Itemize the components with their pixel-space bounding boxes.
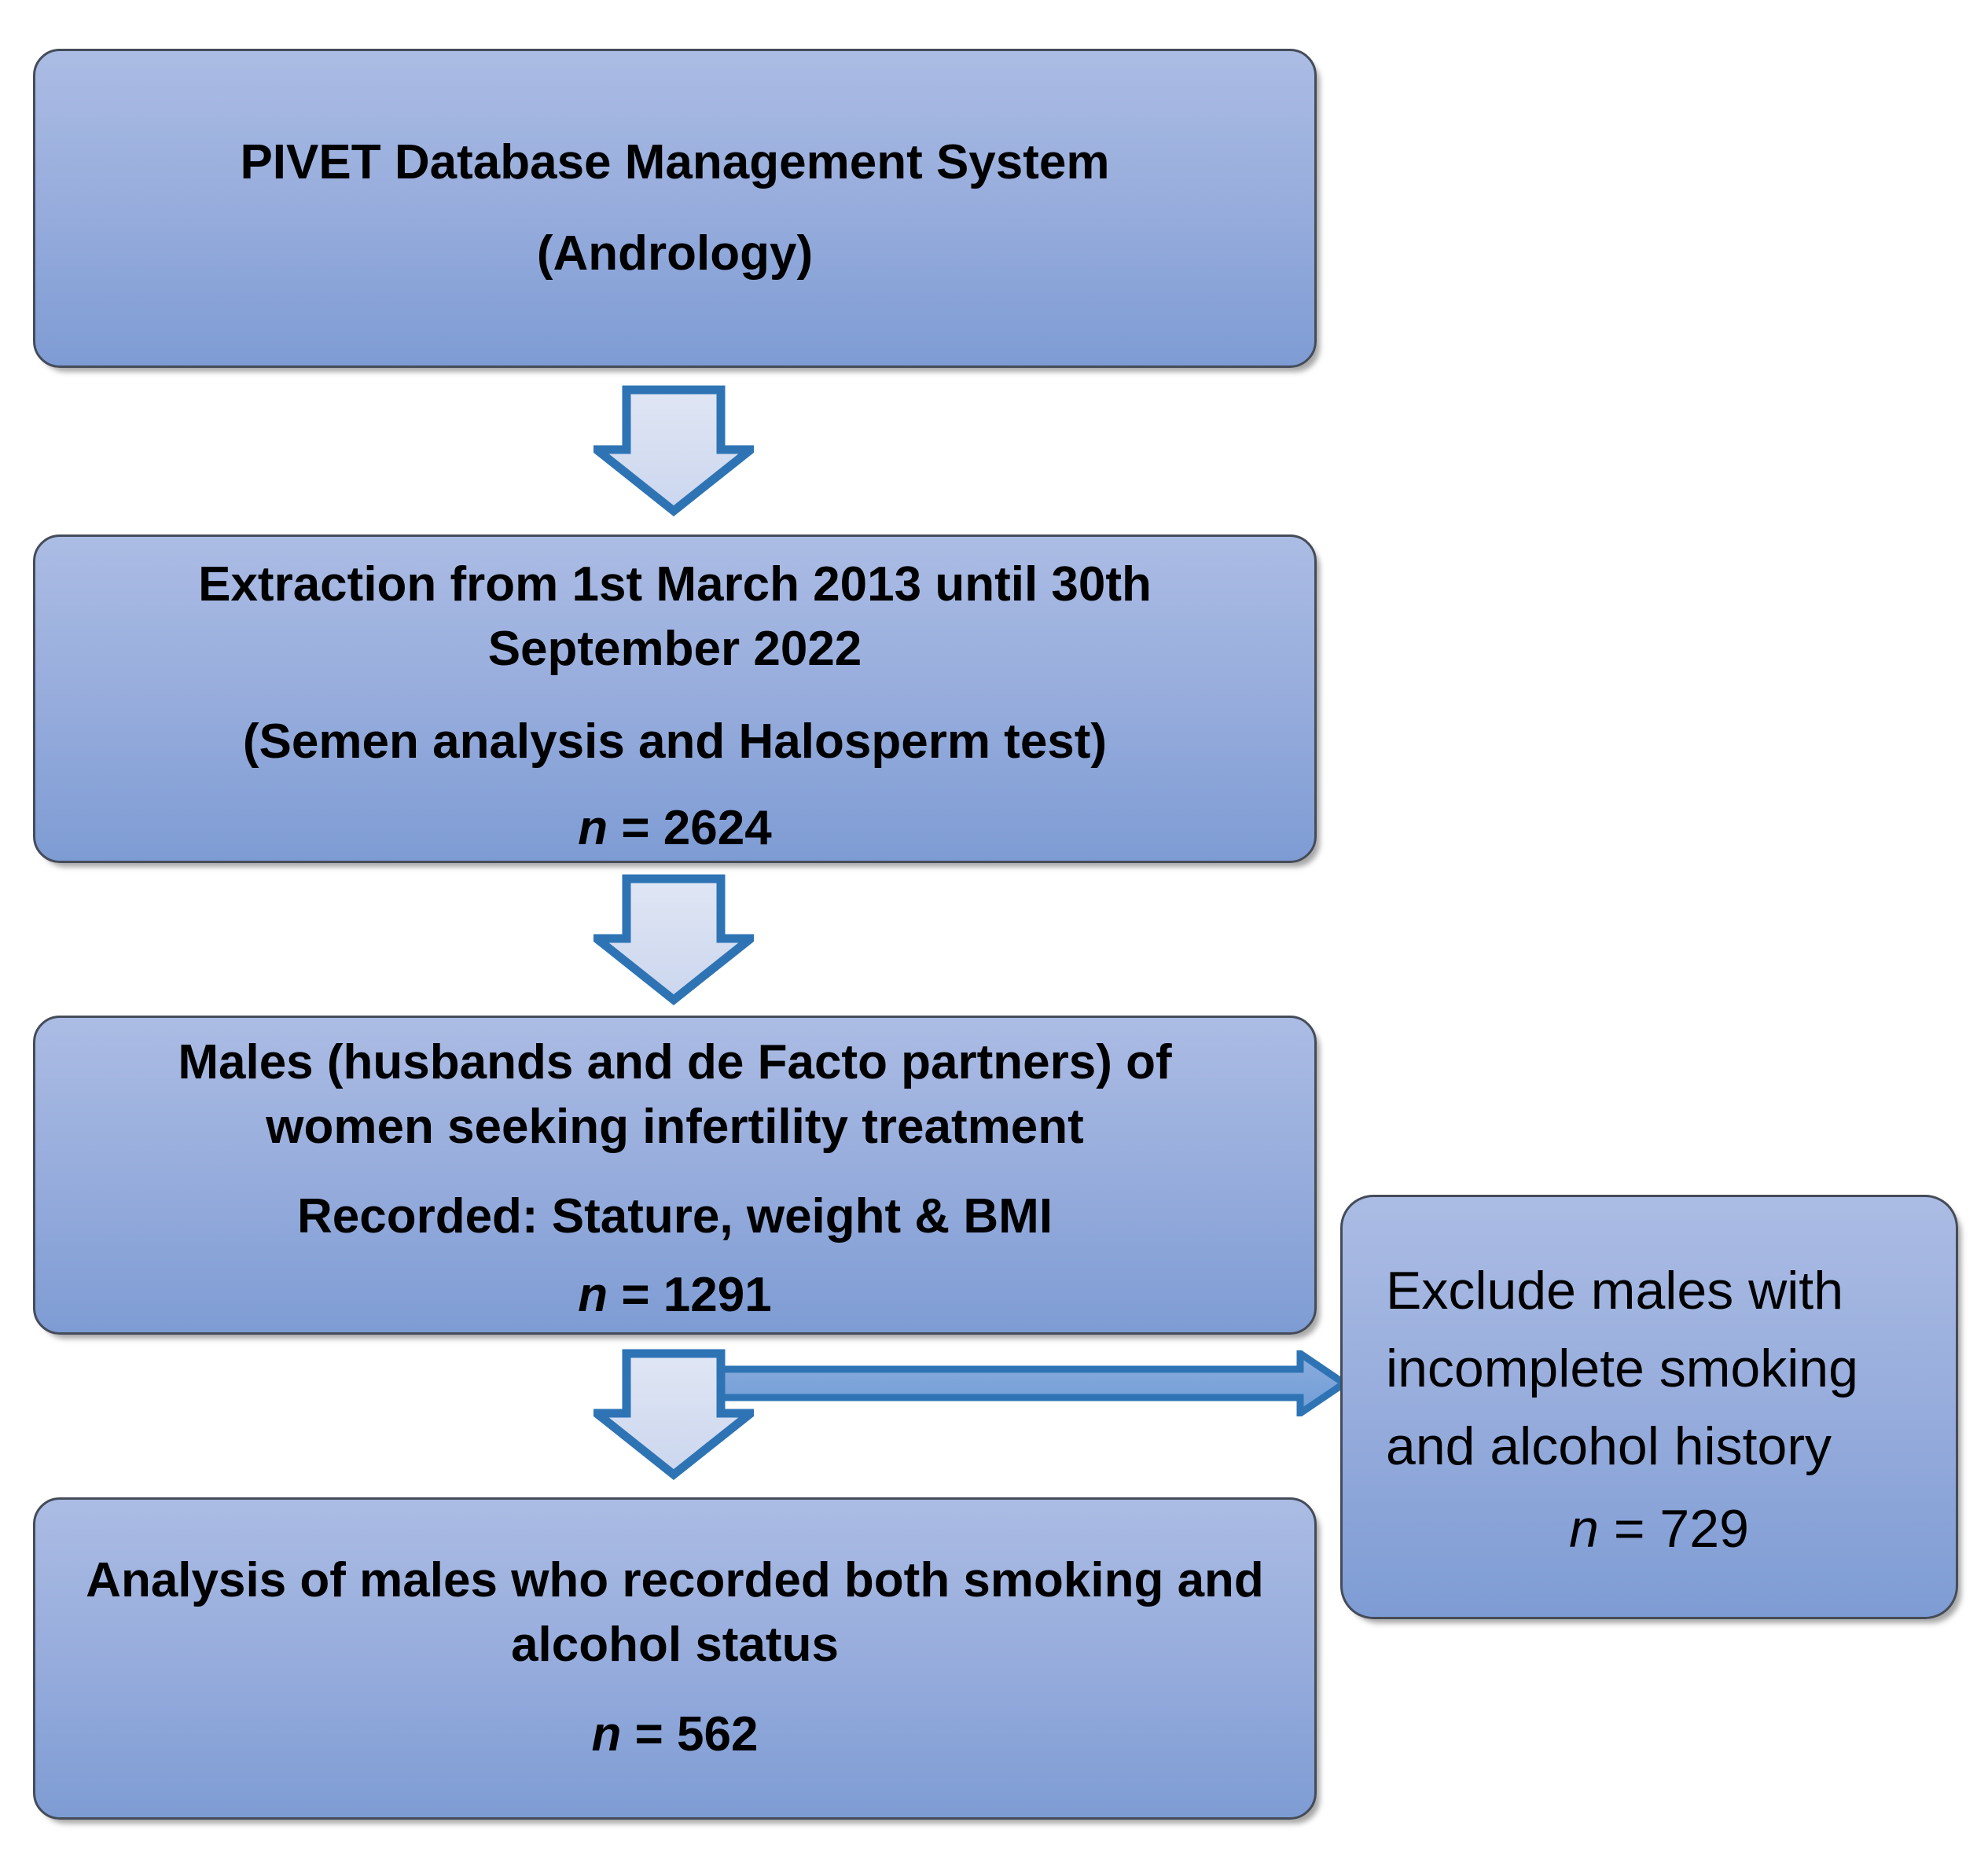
analysis-line-2: alcohol status [511,1618,839,1672]
down-arrow-icon [593,1349,754,1481]
pivet-subtitle-line: (Andrology) [536,226,814,281]
males-line-2: women seeking infertility treatment [266,1100,1084,1154]
down-arrow-icon [593,385,754,517]
right-arrow-icon [717,1350,1349,1416]
n-symbol: n [578,801,608,855]
extraction-count-line: n = 2624 [35,796,1314,861]
extraction-line-2: September 2022 [487,622,862,676]
pivet-title-line: PIVET Database Management System [240,135,1110,189]
exclude-line-3: and alcohol history [1386,1416,1832,1476]
flow-box-exclude: Exclude males with incomplete smoking an… [1340,1195,1958,1619]
flow-box-extraction: Extraction from 1st March 2013 until 30t… [33,534,1317,863]
n-value: = 729 [1598,1499,1749,1559]
n-value: = 1291 [608,1268,772,1322]
extraction-tests-line: (Semen analysis and Halosperm test) [242,714,1108,769]
n-symbol: n [591,1707,622,1761]
n-value: = 2624 [608,801,772,855]
n-symbol: n [1569,1499,1599,1559]
flow-box-pivet-database: PIVET Database Management System (Androl… [33,49,1317,368]
n-symbol: n [578,1268,608,1322]
analysis-line-1: Analysis of males who recorded both smok… [86,1553,1264,1607]
males-recorded-line: Recorded: Stature, weight & BMI [296,1189,1053,1243]
exclude-line-1: Exclude males with [1386,1261,1844,1321]
exclude-count-line: n = 729 [1386,1490,1932,1568]
n-value: = 562 [621,1707,759,1761]
flow-box-males: Males (husbands and de Facto partners) o… [33,1016,1317,1335]
exclude-line-2: incomplete smoking [1386,1339,1858,1398]
males-line-1: Males (husbands and de Facto partners) o… [178,1035,1172,1089]
down-arrow-icon [593,874,754,1006]
analysis-count-line: n = 562 [35,1703,1314,1767]
extraction-line-1: Extraction from 1st March 2013 until 30t… [198,557,1152,612]
flow-box-analysis: Analysis of males who recorded both smok… [33,1497,1317,1820]
males-count-line: n = 1291 [35,1263,1314,1328]
